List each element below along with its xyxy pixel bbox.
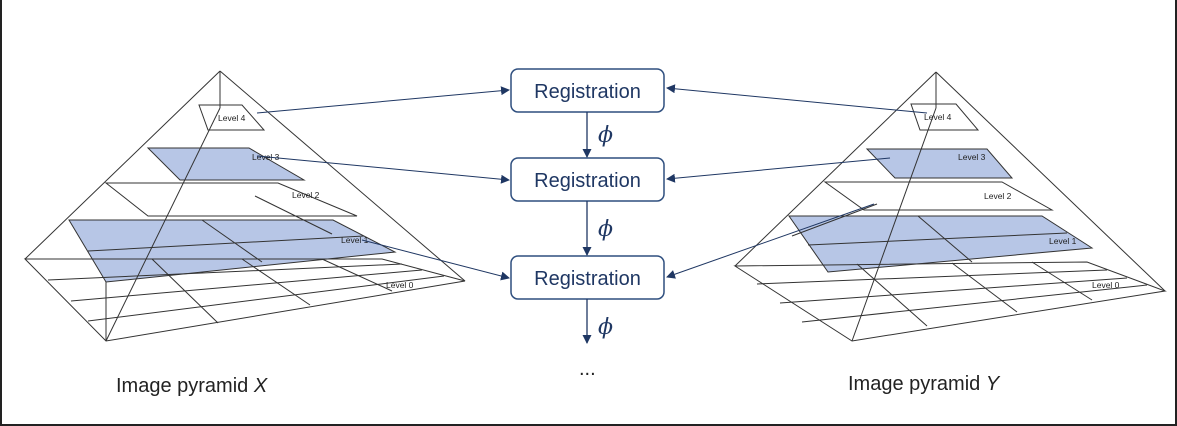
continuation-dots: ... bbox=[579, 358, 596, 380]
arrow-y-level1 bbox=[666, 203, 875, 279]
pyramid-y: Level 4 Level 3 Level 2 Level 1 Level 0 bbox=[733, 71, 1167, 342]
registration-label: Registration bbox=[534, 170, 641, 192]
phi-symbol: ϕ bbox=[598, 315, 613, 340]
arrow-x-level3 bbox=[256, 155, 510, 184]
caption-variable: Y bbox=[986, 373, 1001, 395]
level-1-highlight bbox=[69, 220, 395, 282]
level-0-label: Level 0 bbox=[386, 280, 414, 290]
registration-column: Registration Registration Registration ϕ… bbox=[510, 68, 665, 380]
caption-pyramid-x: Image pyramid X bbox=[116, 375, 268, 397]
arrow-y-level4 bbox=[666, 84, 928, 114]
level-3-label: Level 3 bbox=[958, 152, 986, 162]
level-2-label: Level 2 bbox=[984, 191, 1012, 201]
level-1-label: Level 1 bbox=[341, 235, 369, 245]
level-2-label: Level 2 bbox=[292, 190, 320, 200]
pyramid-x: Level 4 Level 3 Level 2 Level 1 Level 0 bbox=[23, 70, 466, 342]
level-1-label: Level 1 bbox=[1049, 236, 1077, 246]
arrow-x-level4 bbox=[256, 86, 510, 114]
arrow-y-level3 bbox=[666, 157, 891, 183]
phi-symbol: ϕ bbox=[598, 217, 613, 242]
level-3-highlight bbox=[148, 148, 304, 180]
level-1-highlight bbox=[789, 216, 1092, 272]
caption-prefix: Image pyramid bbox=[116, 375, 254, 397]
phi-symbol: ϕ bbox=[598, 123, 613, 148]
arrow-x-level1 bbox=[361, 239, 510, 281]
level-4-label: Level 4 bbox=[218, 113, 246, 123]
level-4-label: Level 4 bbox=[924, 112, 952, 122]
registration-label: Registration bbox=[534, 81, 641, 103]
caption-variable: X bbox=[253, 375, 268, 397]
caption-pyramid-y: Image pyramid Y bbox=[848, 373, 1001, 395]
level-0-label: Level 0 bbox=[1092, 280, 1120, 290]
registration-label: Registration bbox=[534, 268, 641, 290]
level-3-highlight bbox=[867, 149, 1012, 178]
connector-arrows bbox=[256, 84, 928, 281]
caption-prefix: Image pyramid bbox=[848, 373, 986, 395]
